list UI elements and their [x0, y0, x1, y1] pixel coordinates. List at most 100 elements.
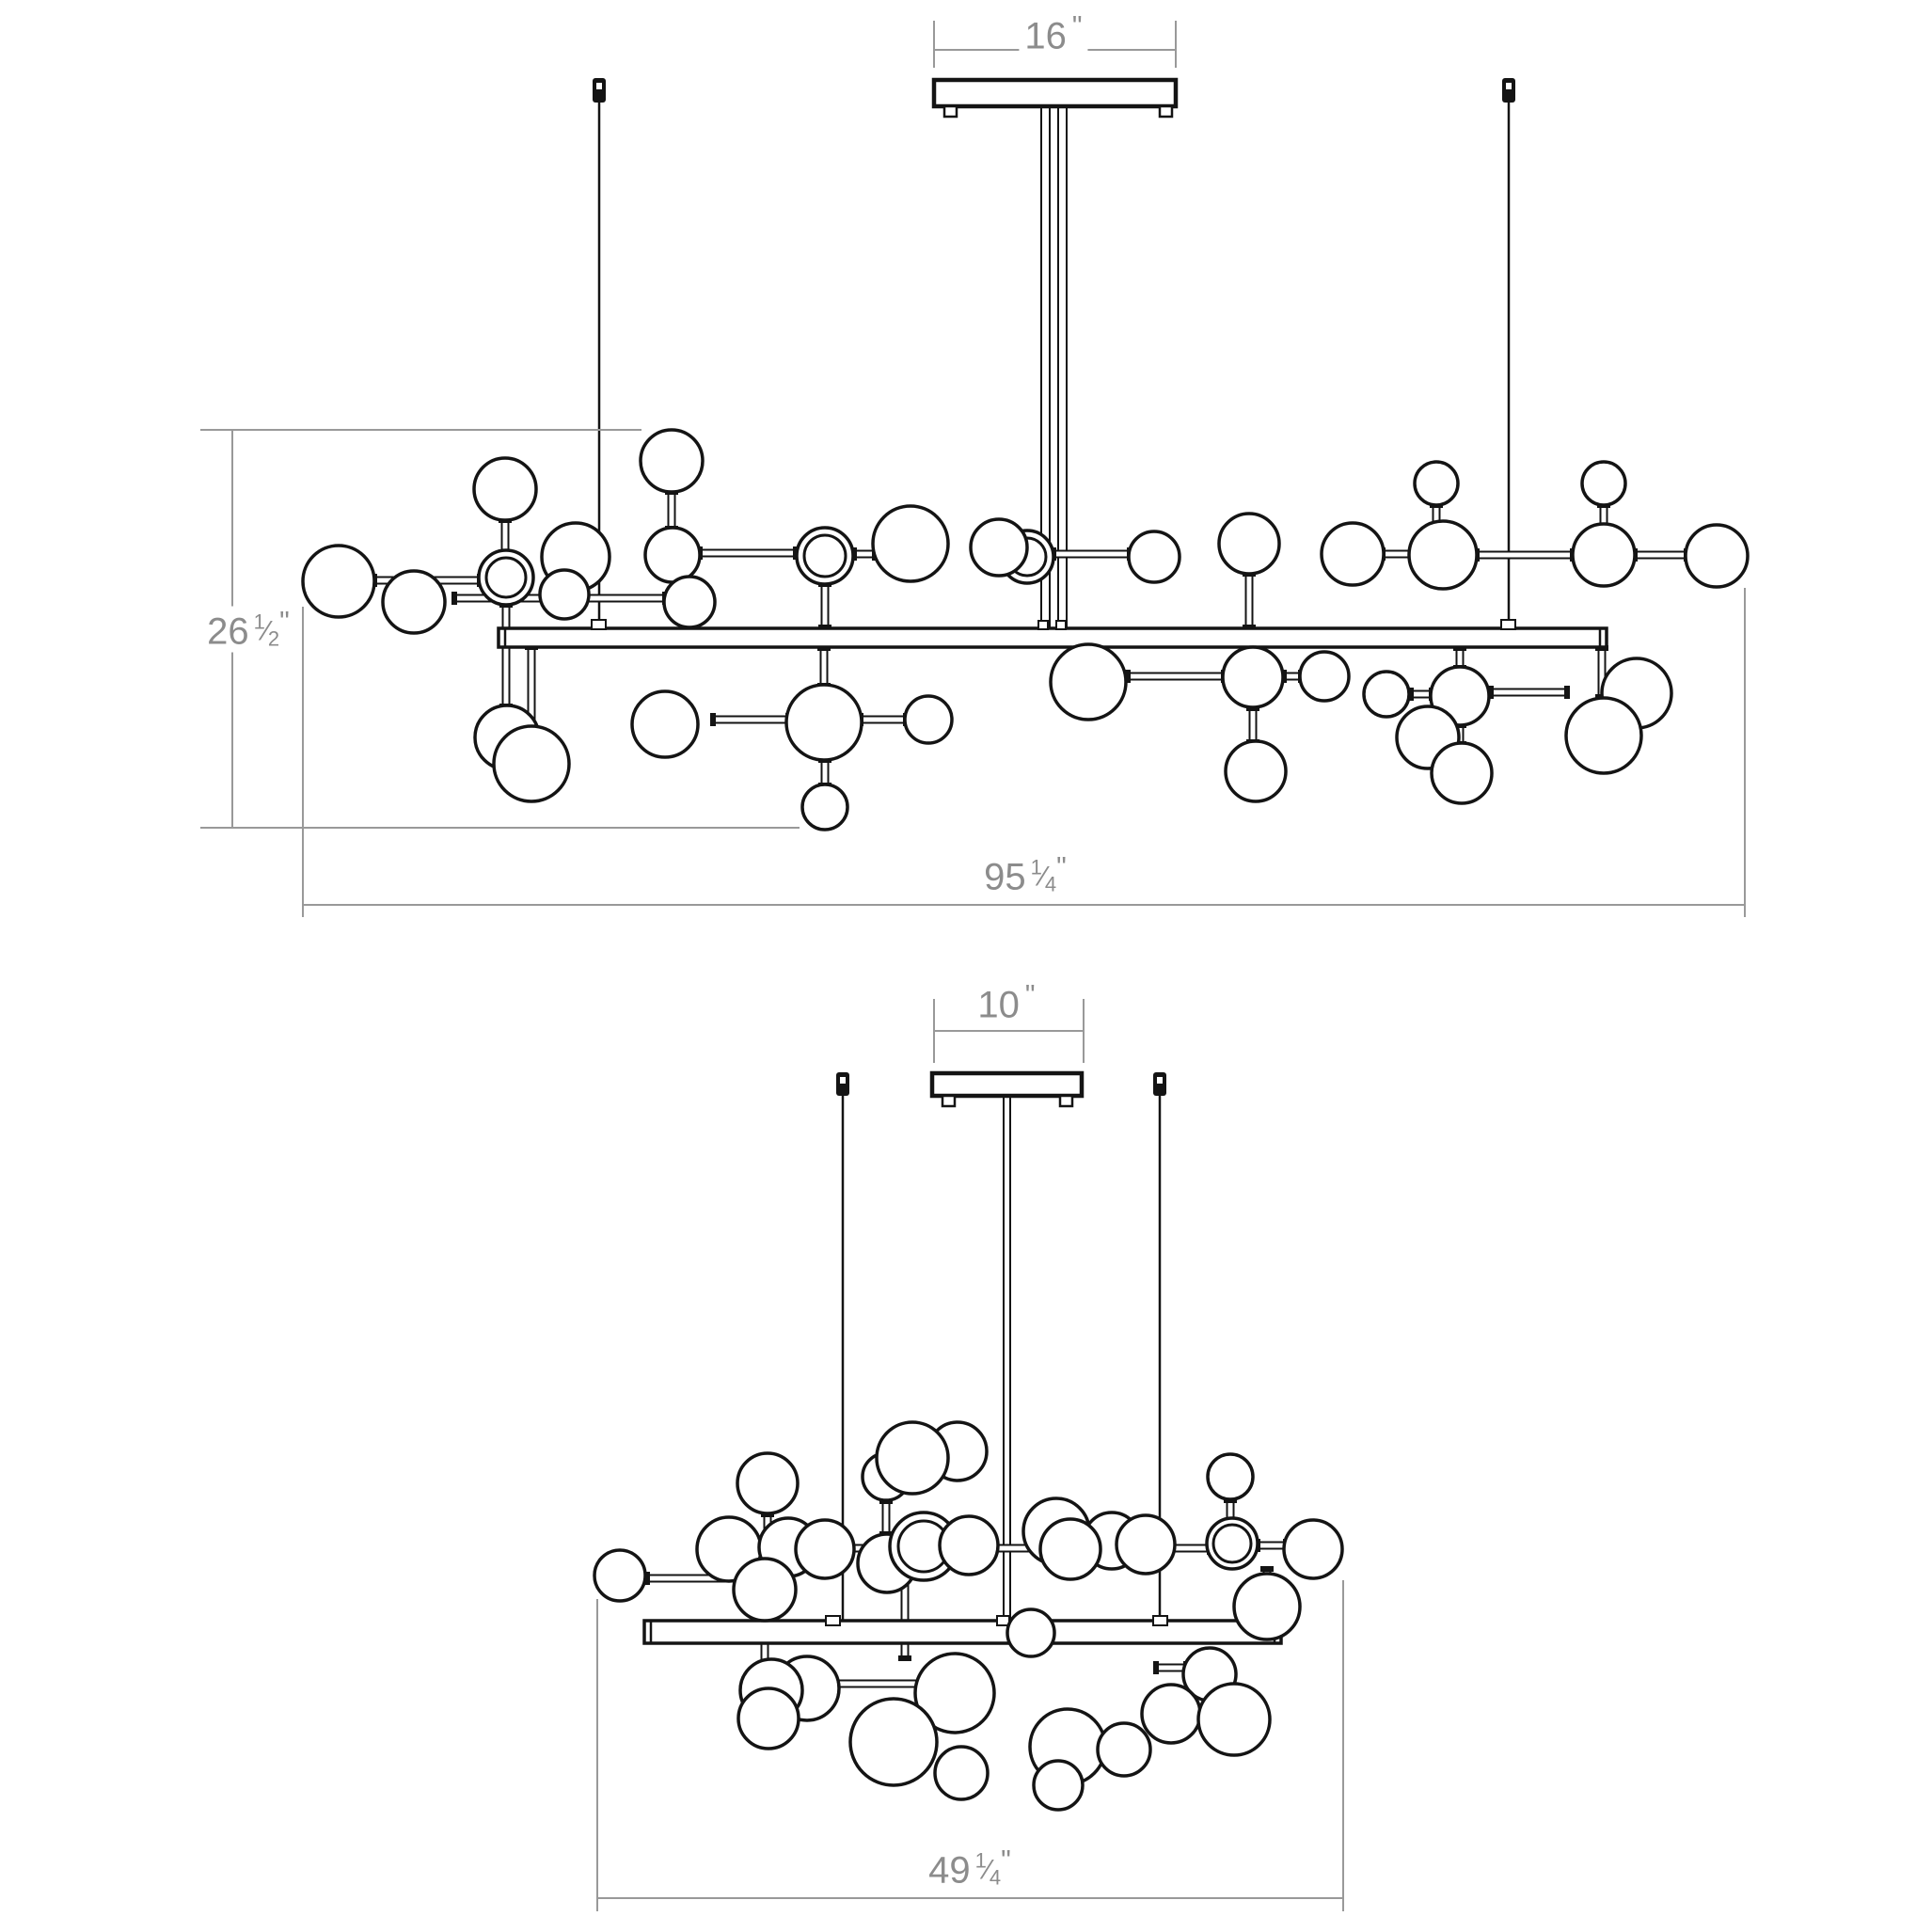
arm-socket: [1125, 670, 1131, 683]
glass-globe: [1580, 460, 1627, 507]
rail-sleeve: [591, 619, 607, 630]
stem: [501, 604, 511, 707]
glass-globe: [472, 456, 538, 522]
rail-sleeve: [1037, 620, 1049, 630]
arm: [1410, 689, 1433, 699]
glass-globe: [1298, 650, 1351, 703]
glass-globe: [1032, 1759, 1085, 1812]
arm: [853, 549, 876, 559]
cable-gripper-detail: [1506, 83, 1512, 89]
ceiling-canopy: [931, 77, 1179, 109]
rail: [642, 1619, 1283, 1645]
arm-socket: [1408, 688, 1414, 701]
glass-globe: [736, 1687, 800, 1750]
hub-ring-inner: [802, 533, 847, 578]
glass-globe: [1140, 1683, 1202, 1745]
glass-globe: [1127, 530, 1181, 584]
glass-globe: [1684, 523, 1750, 589]
stem: [820, 759, 830, 786]
canopy-foot: [942, 104, 958, 119]
stem-rod: [1003, 1094, 1011, 1621]
cable-gripper-detail: [1157, 1077, 1163, 1084]
arm: [1382, 549, 1412, 559]
stem: [1244, 573, 1254, 628]
glass-globe: [1206, 1452, 1255, 1501]
stem: [820, 583, 830, 628]
glass-globe: [1224, 739, 1288, 803]
ceiling-canopy: [929, 1070, 1085, 1099]
side-elevation: [301, 77, 1750, 831]
glass-globe: [1038, 1517, 1102, 1581]
canopy-foot: [1058, 1094, 1074, 1108]
hub-ring-inner: [484, 556, 528, 599]
stem: [1455, 647, 1465, 669]
arm-socket: [1564, 686, 1570, 699]
rail: [497, 626, 1608, 649]
stem: [819, 647, 829, 687]
glass-globe: [736, 1451, 800, 1515]
glass-globe: [1196, 1682, 1272, 1757]
arm: [1127, 672, 1225, 681]
arm: [712, 715, 789, 724]
arm: [1155, 1663, 1187, 1672]
glass-globe: [1096, 1721, 1152, 1778]
glass-globe: [938, 1514, 1000, 1576]
glass-globe: [492, 724, 571, 803]
stem: [500, 519, 510, 553]
glass-globe: [1362, 670, 1411, 719]
glass-globe: [800, 783, 849, 831]
arm: [1490, 688, 1568, 697]
glass-globe: [933, 1745, 990, 1801]
arm-socket: [451, 592, 457, 605]
cable-gripper: [836, 1072, 849, 1096]
cable-gripper: [593, 78, 606, 103]
hub-ring-inner: [1211, 1523, 1253, 1564]
glass-globe: [639, 428, 705, 494]
glass-globe: [1564, 696, 1643, 775]
arm: [699, 548, 797, 558]
cable-gripper-detail: [596, 83, 602, 89]
glass-globe: [1407, 519, 1479, 591]
glass-globe: [643, 526, 702, 584]
arm-socket: [1488, 686, 1494, 699]
glass-globe: [301, 544, 376, 619]
glass-globe: [593, 1548, 647, 1603]
stem: [1248, 707, 1258, 743]
glass-globe: [969, 517, 1029, 578]
glass-globe: [1282, 1518, 1344, 1580]
rail-sleeve: [1500, 619, 1516, 630]
glass-globe: [1049, 642, 1128, 721]
glass-globe: [871, 504, 950, 583]
arm: [1476, 550, 1574, 560]
rail-sleeve: [1152, 1615, 1168, 1626]
canopy-foot: [941, 1094, 957, 1108]
glass-globe: [630, 689, 700, 759]
glass-globe: [913, 1652, 996, 1734]
glass-globe: [903, 694, 954, 745]
glass-globe: [732, 1557, 798, 1623]
arm: [1634, 550, 1687, 560]
canopy-foot: [1158, 104, 1174, 119]
stem: [881, 1500, 891, 1535]
glass-globe: [1430, 741, 1494, 805]
glass-globe: [1320, 521, 1386, 587]
glass-globe: [1232, 1572, 1302, 1641]
glass-globe: [875, 1420, 950, 1496]
glass-globe: [381, 569, 447, 635]
arm-socket: [710, 713, 716, 726]
dimension-lines: [200, 21, 1746, 1911]
glass-globe: [1115, 1513, 1177, 1576]
stem-socket: [1260, 1566, 1274, 1572]
glass-globe: [784, 683, 863, 762]
rail-sleeve: [1055, 620, 1067, 630]
glass-globe: [662, 575, 717, 629]
arm: [1257, 1541, 1287, 1550]
arm: [1053, 549, 1131, 559]
arm-socket: [1153, 1661, 1159, 1674]
glass-globe: [1006, 1607, 1056, 1658]
